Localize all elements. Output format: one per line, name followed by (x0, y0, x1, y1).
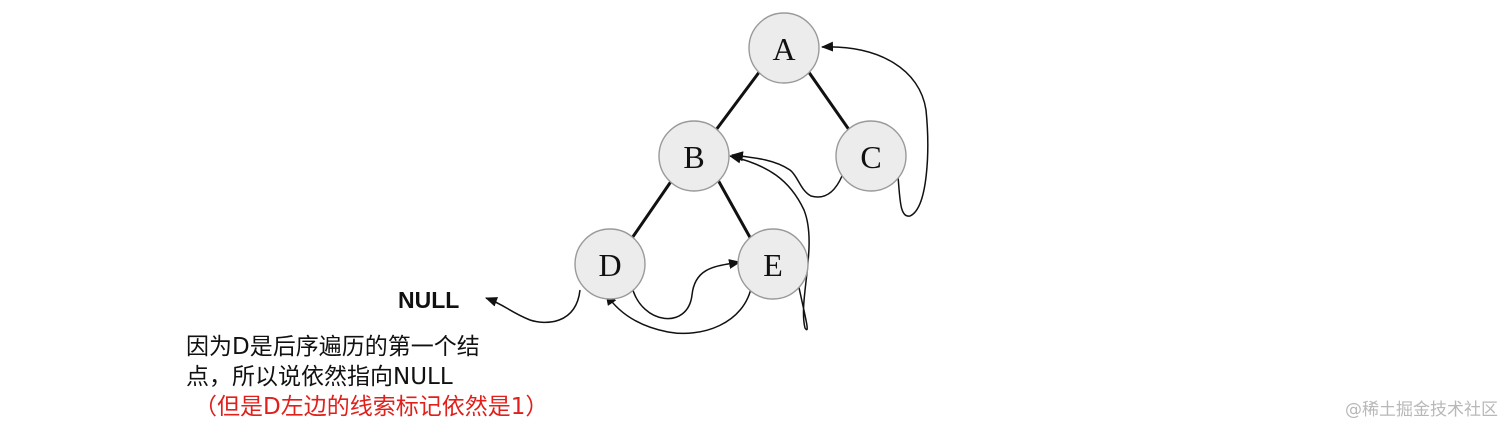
node-d: D (574, 228, 646, 300)
node-b-label: B (683, 139, 704, 175)
watermark: @稀土掘金技术社区 (1345, 400, 1498, 420)
note-line-1: 因为D是后序遍历的第一个结 (186, 334, 480, 360)
node-e: E (737, 228, 809, 300)
node-e-label: E (763, 247, 783, 283)
edge-a-c (806, 69, 854, 136)
explanation-note: 因为D是后序遍历的第一个结 点，所以说依然指向NULL （但是D左边的线索标记依… (186, 332, 566, 422)
edge-b-e (716, 178, 754, 243)
node-a: A (748, 12, 820, 84)
node-c-label: C (860, 139, 881, 175)
node-a-label: A (772, 31, 795, 67)
thread-c-to-a (821, 41, 929, 217)
node-d-label: D (598, 247, 621, 283)
note-line-3-red: （但是D左边的线索标记依然是1） (194, 394, 549, 420)
edge-a-b (711, 69, 762, 136)
null-label: NULL (398, 287, 459, 313)
note-line-2: 点，所以说依然指向NULL (186, 364, 453, 390)
thread-d-to-null (485, 289, 581, 324)
node-b: B (658, 120, 730, 192)
thread-e-to-d (605, 283, 753, 335)
thread-d-to-e (631, 259, 741, 320)
edge-b-d (628, 178, 674, 243)
thread-c-to-b (731, 151, 843, 198)
node-c: C (835, 120, 907, 192)
